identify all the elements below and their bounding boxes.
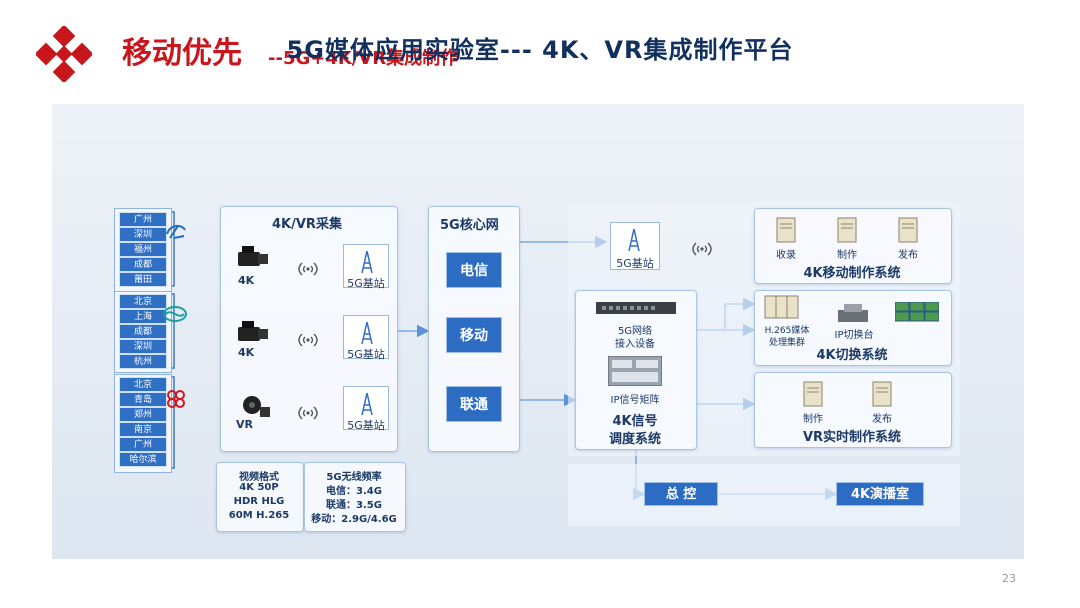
city-label: 福州 [119,242,167,257]
top-base-station-label: 5G基站 [616,257,654,270]
mobile-item-label: 收录 [776,250,796,261]
tower-icon [628,229,640,251]
city-label: 广州 [119,212,167,227]
camera-label: VR [236,418,253,431]
city-label: 北京 [119,377,167,392]
switching-system-title: 4K切换系统 [816,348,888,363]
camera-icon [238,321,268,341]
base-station-label: 5G基站 [347,277,385,290]
monitor-wall-icon [895,302,939,322]
operator-unicom-cities: 北京 青岛 郑州 南京 广州 哈尔滨 [114,374,172,473]
china-unicom-icon [167,390,185,408]
mobile-item-label: 制作 [837,250,857,261]
network-switch-icon [596,302,676,314]
base-station-box [343,244,389,288]
vr-camera-icon [243,396,270,417]
server-icon [776,217,796,243]
city-label: 上海 [119,309,167,324]
top-base-station-box [610,222,660,270]
cluster-label-2: 处理集群 [768,338,805,348]
operator-telecom-cities: 广州 深圳 福州 成都 莆田 [114,208,172,292]
capture-title: 4K/VR采集 [272,217,342,232]
video-format-box [216,462,304,532]
city-label: 深圳 [119,227,167,242]
vr-production-panel [754,372,952,448]
city-label: 哈尔滨 [119,452,167,467]
diagram-title: 5G媒体应用实验室--- 4K、VR集成制作平台 [286,36,794,64]
frequency-line: 联通：3.5G [326,500,382,511]
access-device-label-2: 接入设备 [615,339,655,350]
video-format-line: 60M H.265 [228,510,290,521]
camera-label: 4K [238,346,255,359]
access-device-label-1: 5G网络 [617,326,653,337]
frequency-line: 电信：3.4G [326,486,382,497]
server-icon [837,217,857,243]
signal-icon [298,262,318,276]
base-station-label: 5G基站 [347,419,385,432]
core-network-title: 5G核心网 [440,218,499,233]
city-label: 莆田 [119,272,167,287]
tower-icon [361,251,373,273]
page-title: 移动优先 [122,36,242,71]
city-label: 成都 [119,257,167,272]
vr-system-title: VR实时制作系统 [802,430,902,445]
frequency-box [304,462,406,532]
page-number: 23 [1002,572,1016,585]
city-label: 南京 [119,422,167,437]
camera-label: 4K [238,274,255,287]
video-format-line: HDR HLG [233,496,285,507]
frequency-line: 5G无线频率 [326,472,382,483]
core-operator-telecom: 电信 [446,252,502,288]
tower-icon [361,322,373,344]
server-cluster-icon [764,295,799,319]
server-icon [803,381,823,407]
mobile-system-title: 4K移动制作系统 [803,266,901,281]
city-label: 杭州 [119,354,167,369]
base-station-box [343,386,389,430]
china-mobile-icon [163,306,187,322]
camera-icon [238,246,268,266]
video-format-line: 视频格式 [239,472,279,483]
city-label: 深圳 [119,339,167,354]
signal-icon [298,333,318,347]
base-station-label: 5G基站 [347,348,385,361]
dispatch-title-1: 4K信号 [612,414,658,429]
server-icon [872,381,892,407]
ip-switcher-icon [838,304,868,322]
china-telecom-icon [166,224,186,239]
city-label: 广州 [119,437,167,452]
city-label: 成都 [119,324,167,339]
signal-icon [298,406,318,420]
page-subtitle: --5G+4K/VR集成制作 [268,48,459,69]
dispatch-title-2: 调度系统 [608,432,661,447]
logo-icon [36,26,92,82]
ip-matrix-label: IP信号矩阵 [610,395,660,406]
mobile-item-label: 发布 [898,250,918,261]
ip-matrix-icon [608,356,662,386]
vr-item-label: 制作 [803,414,823,425]
ip-switcher-label: IP切换台 [834,330,874,341]
video-format-line: 4K 50P [239,482,279,493]
tower-icon [361,393,373,415]
signal-icon [692,242,712,256]
city-label: 北京 [119,294,167,309]
city-label: 青岛 [119,392,167,407]
core-operator-unicom: 联通 [446,386,502,422]
master-control-box: 总 控 [644,482,718,506]
operator-mobile-cities: 北京 上海 成都 深圳 杭州 [114,291,172,373]
vr-item-label: 发布 [872,414,892,425]
core-operator-mobile: 移动 [446,317,502,353]
cluster-label-1: H.265媒体 [764,326,810,336]
base-station-box [343,315,389,359]
server-icon [898,217,918,243]
studio-box: 4K演播室 [836,482,924,506]
frequency-line: 移动：2.9G/4.6G [311,514,397,525]
city-label: 郑州 [119,407,167,422]
